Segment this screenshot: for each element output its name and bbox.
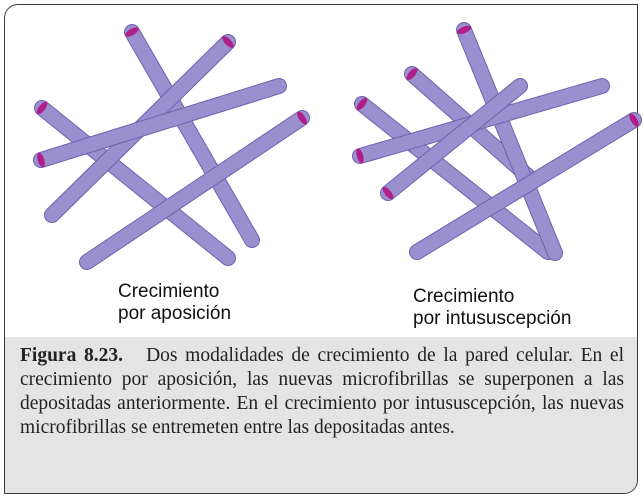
fibril-right-4-end-cap: [356, 148, 364, 164]
fibril-left-2-start-cap: [36, 101, 48, 115]
fibril-left-1-start-cap: [125, 27, 139, 37]
caption-text: Dos modalidades de crecimiento de la par…: [20, 345, 624, 438]
fibril-left-5-body: [79, 110, 310, 270]
fibril-left-3-start-cap: [222, 36, 234, 48]
fibril-left-5-start-cap: [297, 111, 307, 125]
label-aposicion-line1: Crecimiento: [118, 281, 220, 302]
fibril-left-1-body: [124, 24, 260, 248]
fibril-right-3-start-cap: [456, 25, 472, 35]
fibril-left-1: [124, 24, 260, 248]
fibril-left-4: [33, 78, 287, 168]
label-intususcepcion: Crecimiento por intususcepción: [413, 286, 571, 330]
label-aposicion-line2: por aposición: [118, 303, 232, 324]
caption-background: [5, 337, 637, 493]
fibril-right-5-end-cap: [382, 186, 394, 200]
label-intususcepcion-line1: Crecimiento: [413, 286, 515, 307]
figure-number: Figura 8.23.: [20, 345, 124, 366]
panel-aposicion: [33, 24, 310, 270]
figure-caption: Figura 8.23. Dos modalidades de crecimie…: [20, 344, 624, 440]
fibril-right-5: [380, 78, 528, 201]
fibril-left-4-start-cap: [37, 152, 45, 168]
fibril-right-3-body: [456, 22, 563, 261]
fibril-right-5-body: [380, 78, 528, 201]
panel-intususcepcion: [352, 22, 642, 261]
fibril-right-6-body: [409, 112, 642, 260]
fibril-right-6-start-cap: [629, 113, 639, 127]
fibril-left-5: [79, 110, 310, 270]
label-aposicion: Crecimiento por aposición: [118, 281, 231, 325]
fibril-left-4-body: [33, 78, 287, 168]
fibril-right-6: [409, 112, 642, 260]
fibril-right-3: [456, 22, 563, 261]
fibril-right-2-start-cap: [406, 67, 418, 81]
fibril-right-1-start-cap: [356, 97, 368, 111]
label-intususcepcion-line2: por intususcepción: [413, 308, 572, 329]
